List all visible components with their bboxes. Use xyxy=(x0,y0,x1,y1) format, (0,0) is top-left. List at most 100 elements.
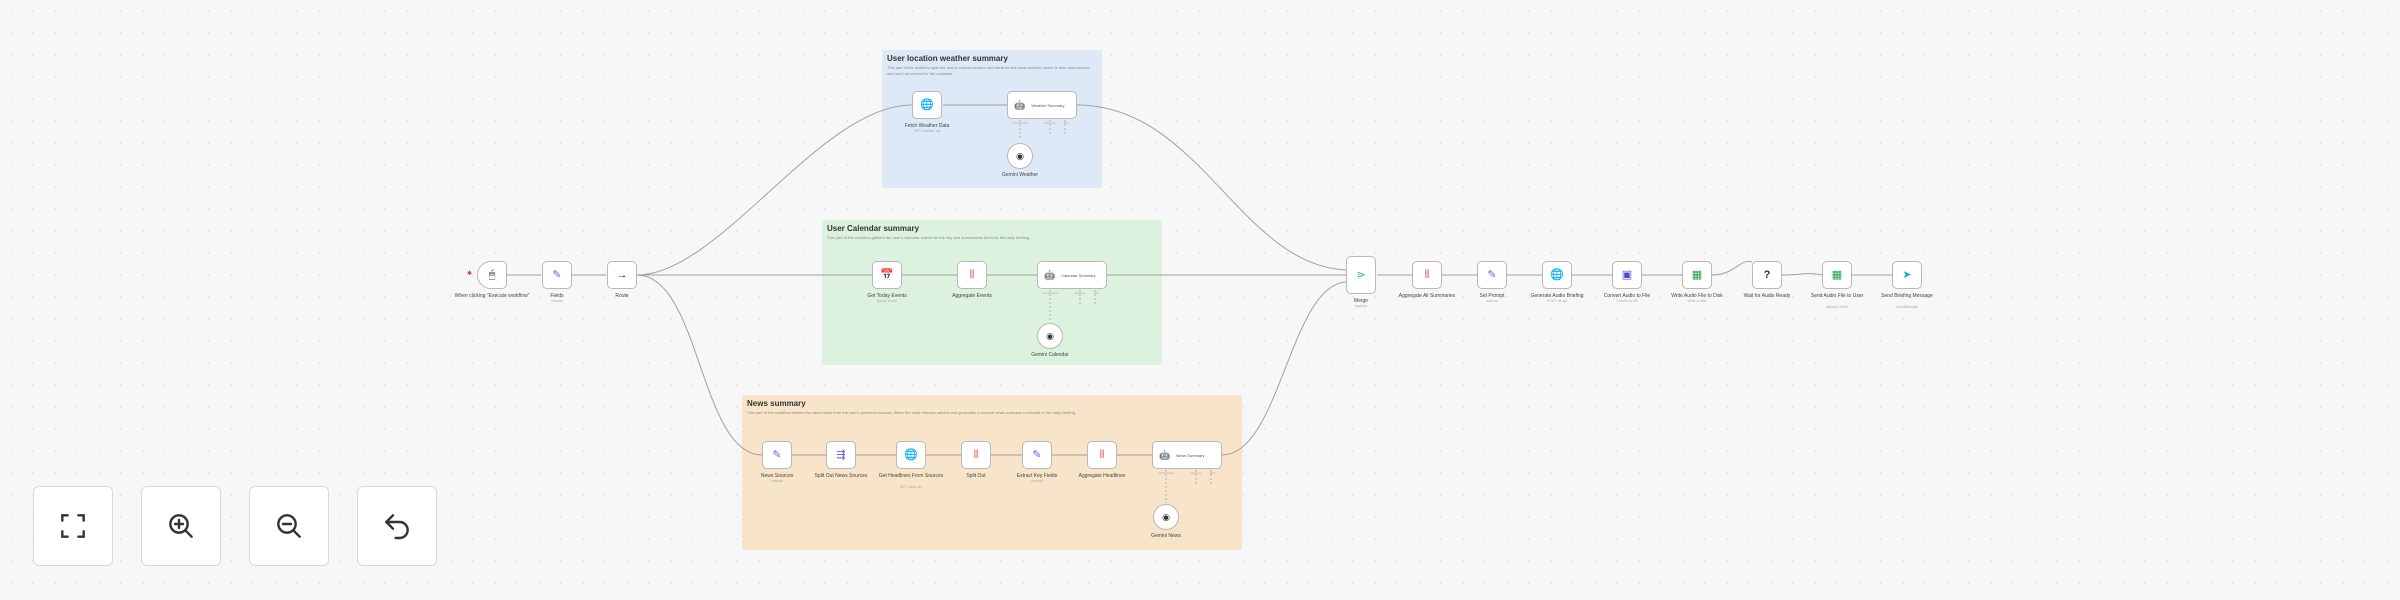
port-label: Memory xyxy=(1190,471,1202,475)
group-title: User location weather summary xyxy=(887,54,1008,63)
group-title: News summary xyxy=(747,399,806,408)
group-weather[interactable]: User location weather summary This part … xyxy=(882,50,1102,188)
node-label: Split Out xyxy=(966,473,986,479)
node-sublabel: manual xyxy=(1031,479,1043,483)
ai-model-icon: ◉ xyxy=(1046,330,1054,341)
node-sublabel: sendMessage xyxy=(1896,305,1918,309)
pencil-icon: ✎ xyxy=(1032,448,1042,461)
sheets-icon: ▦ xyxy=(1831,268,1843,281)
node-label: Fields xyxy=(550,293,564,299)
node-get-headlines[interactable]: 🌐 xyxy=(896,441,926,469)
split-icon: ⇶ xyxy=(836,448,846,461)
arrow-right-icon: → xyxy=(616,268,628,281)
port-label: Memory xyxy=(1044,121,1056,125)
node-wait[interactable]: ? xyxy=(1752,261,1782,289)
aggregate-icon: ⦀ xyxy=(969,268,975,281)
pencil-icon: ✎ xyxy=(772,448,782,461)
node-generate-audio[interactable]: 🌐 xyxy=(1542,261,1572,289)
pencil-icon: ✎ xyxy=(552,268,562,281)
node-label: Merge xyxy=(1353,298,1369,304)
group-description: This part of the workflow fetches the la… xyxy=(747,410,1076,415)
node-sublabel: manual xyxy=(551,299,563,303)
node-label: Generate Audio Briefing xyxy=(1530,293,1584,299)
globe-icon: 🌐 xyxy=(904,448,918,461)
node-label: News Sources xyxy=(760,473,794,479)
node-weather-model[interactable]: ◉ xyxy=(1007,143,1033,169)
globe-icon: 🌐 xyxy=(920,98,934,111)
port-label: Chat Model xyxy=(1012,121,1028,125)
telegram-icon: ➤ xyxy=(1902,268,1912,281)
zoom-out-button[interactable] xyxy=(249,486,329,566)
node-send-message[interactable]: ➤ xyxy=(1892,261,1922,289)
node-label: Split Out News Sources xyxy=(814,473,868,479)
aggregate-icon: ⦀ xyxy=(1099,448,1105,461)
fit-view-button[interactable] xyxy=(33,486,113,566)
node-sublabel: Convert to file xyxy=(1616,299,1638,303)
node-sublabel: append: sheet xyxy=(1825,305,1849,309)
group-description: This part of the workflow gathers the us… xyxy=(827,235,1031,240)
robot-icon: 🤖 xyxy=(1014,99,1026,110)
node-sublabel: getAll: event xyxy=(877,299,897,303)
node-set-prompt[interactable]: ✎ xyxy=(1477,261,1507,289)
node-split-sources[interactable]: ⇶ xyxy=(826,441,856,469)
node-edit-fields[interactable]: ✎ xyxy=(542,261,572,289)
node-label: Send Audio File to User xyxy=(1810,293,1864,299)
node-label: Extract Key Fields xyxy=(1016,473,1058,479)
node-extract-fields[interactable]: ✎ xyxy=(1022,441,1052,469)
group-calendar[interactable]: User Calendar summary This part of the w… xyxy=(822,220,1162,365)
undo-icon xyxy=(385,514,409,540)
node-label: Convert Audio to File xyxy=(1603,293,1651,299)
node-label: Set Prompt xyxy=(1479,293,1505,299)
node-calendar-agent[interactable]: 🤖 Calendar Summary xyxy=(1037,261,1107,289)
node-aggregate-events[interactable]: ⦀ xyxy=(957,261,987,289)
node-weather-agent[interactable]: 🤖 Weather Summary xyxy=(1007,91,1077,119)
node-label: Weather Summary xyxy=(1031,102,1065,108)
pointer-icon: 🖱 xyxy=(488,268,496,281)
node-label: When clicking "Execute workflow" xyxy=(454,293,530,299)
node-merge[interactable]: ⋗ xyxy=(1346,256,1376,294)
question-icon: ? xyxy=(1763,268,1771,281)
node-sublabel: manual xyxy=(771,479,783,483)
globe-icon: 🌐 xyxy=(1550,268,1564,281)
sheets-icon: ▦ xyxy=(1691,268,1703,281)
split-icon: ⦀ xyxy=(973,448,979,461)
node-sublabel: manual xyxy=(1486,299,1498,303)
group-title: User Calendar summary xyxy=(827,224,920,233)
pencil-icon: ✎ xyxy=(1487,268,1497,281)
node-news-agent[interactable]: 🤖 News Summary xyxy=(1152,441,1222,469)
node-label: Calendar Summary xyxy=(1061,272,1096,278)
node-news-sources[interactable]: ✎ xyxy=(762,441,792,469)
node-calendar-model[interactable]: ◉ xyxy=(1037,323,1063,349)
node-label: Aggregate Headlines xyxy=(1078,473,1126,479)
node-fetch-weather[interactable]: 🌐 xyxy=(912,91,942,119)
aggregate-icon: ⦀ xyxy=(1424,268,1430,281)
node-manual-trigger[interactable]: 🖱 xyxy=(477,261,507,289)
node-label: Gemini Calendar xyxy=(1031,352,1069,358)
node-split-out[interactable]: ⦀ xyxy=(961,441,991,469)
node-sublabel: Write to disk xyxy=(1687,299,1707,303)
node-aggregate-all[interactable]: ⦀ xyxy=(1412,261,1442,289)
merge-icon: ⋗ xyxy=(1356,268,1366,281)
node-label: Route xyxy=(615,293,629,299)
ai-model-icon: ◉ xyxy=(1162,511,1170,522)
node-label: Aggregate Events xyxy=(952,293,992,299)
node-get-events[interactable]: 📅 xyxy=(872,261,902,289)
port-label: Tool xyxy=(1093,291,1099,295)
calendar-icon: 📅 xyxy=(880,268,894,281)
robot-icon: 🤖 xyxy=(1159,449,1171,460)
zoom-in-icon xyxy=(169,514,193,538)
file-icon: ▣ xyxy=(1621,268,1633,281)
zoom-in-button[interactable] xyxy=(141,486,221,566)
node-convert-file[interactable]: ▣ xyxy=(1612,261,1642,289)
node-aggregate-headlines[interactable]: ⦀ xyxy=(1087,441,1117,469)
node-route[interactable]: → xyxy=(607,261,637,289)
port-label: Chat Model xyxy=(1042,291,1058,295)
reset-zoom-button[interactable] xyxy=(357,486,437,566)
ai-model-icon: ◉ xyxy=(1016,150,1024,161)
node-news-model[interactable]: ◉ xyxy=(1153,504,1179,530)
node-send-audio[interactable]: ▦ xyxy=(1822,261,1852,289)
node-label: News Summary xyxy=(1176,452,1205,458)
node-write-file[interactable]: ▦ xyxy=(1682,261,1712,289)
node-label: Write Audio File to Disk xyxy=(1671,293,1723,299)
